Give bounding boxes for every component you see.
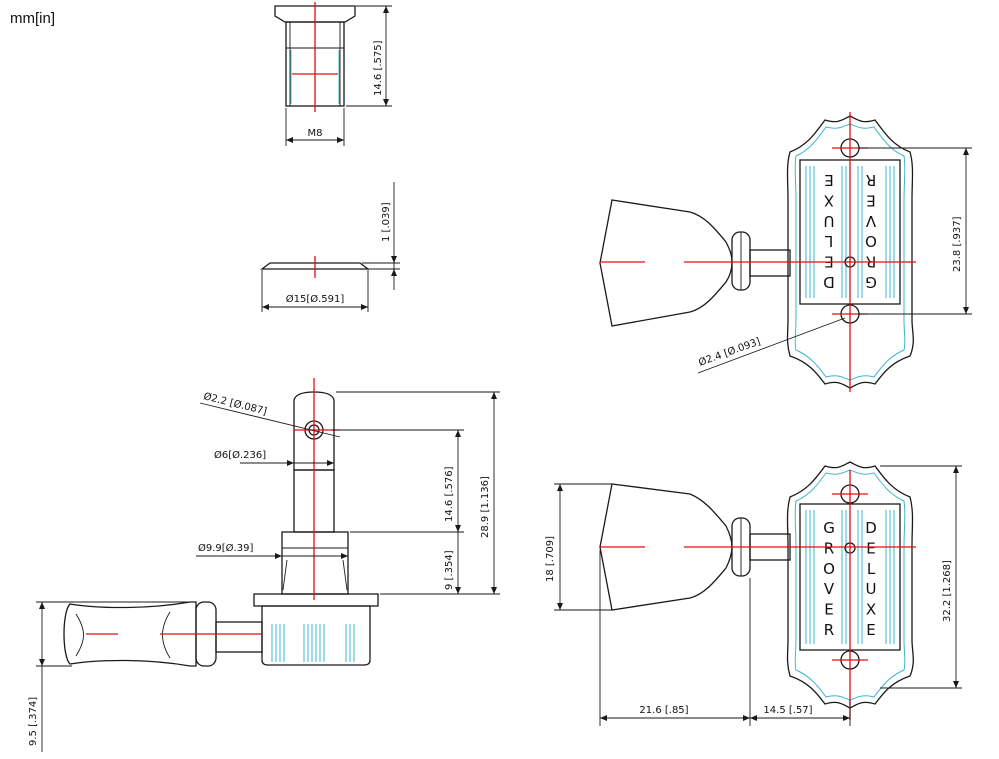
plate-letter: X [866, 601, 876, 619]
plate-letter: R [824, 539, 834, 557]
plate-letter: X [824, 191, 834, 209]
washer-view: Ø15[Ø.591] 1 [.039] [260, 182, 400, 312]
plate-letter: G [823, 519, 835, 537]
bushing-thread-dim: M8 [308, 128, 323, 139]
plate-letter: D [865, 519, 877, 537]
bushing-view: 14.6 [.575] M8 [274, 2, 392, 146]
plate-letter: E [866, 621, 875, 639]
plate-letter: V [824, 580, 835, 598]
plate-letter: L [867, 560, 876, 578]
button-height-dim: 18 [.709] [545, 536, 556, 582]
overall-post-height-dim: 28.9 [1.136] [480, 476, 491, 538]
plate-letter: O [823, 560, 835, 578]
tuner-side-view: Ø2.2 [Ø.087] Ø6[Ø.236] Ø9.9[Ø.39] 14.6 [… [28, 378, 500, 752]
plate-letter: G [865, 273, 877, 291]
post-hole-dim: Ø2.2 [Ø.087] [202, 390, 268, 417]
shaft-length-dim: 14.5 [.57] [763, 705, 812, 716]
collar-height-dim: 9 [.354] [444, 550, 455, 590]
plate-letter: D [823, 273, 835, 291]
plate-letter: E [824, 601, 833, 619]
units-label: mm[in] [10, 10, 55, 27]
plate-letter: R [824, 621, 834, 639]
plate-letter: U [866, 580, 877, 598]
bushing-height-dim: 14.6 [.575] [373, 40, 384, 96]
washer-diameter-dim: Ø15[Ø.591] [286, 293, 345, 305]
plate-letter: E [824, 171, 833, 189]
plate-letter: O [865, 232, 877, 250]
post-diameter-dim: Ø6[Ø.236] [214, 449, 266, 461]
plate-height-bottom-dim: 32.2 [1.268] [942, 560, 953, 622]
collar-diameter-dim: Ø9.9[Ø.39] [198, 542, 253, 554]
button-length-dim: 21.6 [.85] [639, 705, 688, 716]
plate-height-top-dim: 23.8 [.937] [952, 216, 963, 272]
plate-letter: R [866, 171, 876, 189]
plate-letter: L [824, 232, 833, 250]
plate-letter: E [866, 539, 875, 557]
post-height-dim: 14.6 [.576] [444, 466, 455, 522]
button-thickness-dim: 9.5 [.374] [28, 697, 39, 746]
washer-thickness-dim: 1 [.039] [381, 202, 392, 242]
mounting-hole-dim: Ø2.4 [Ø.093] [697, 335, 762, 369]
plate-letter: V [865, 212, 876, 230]
plate-letter: E [866, 191, 875, 209]
plate-letter: U [824, 212, 835, 230]
